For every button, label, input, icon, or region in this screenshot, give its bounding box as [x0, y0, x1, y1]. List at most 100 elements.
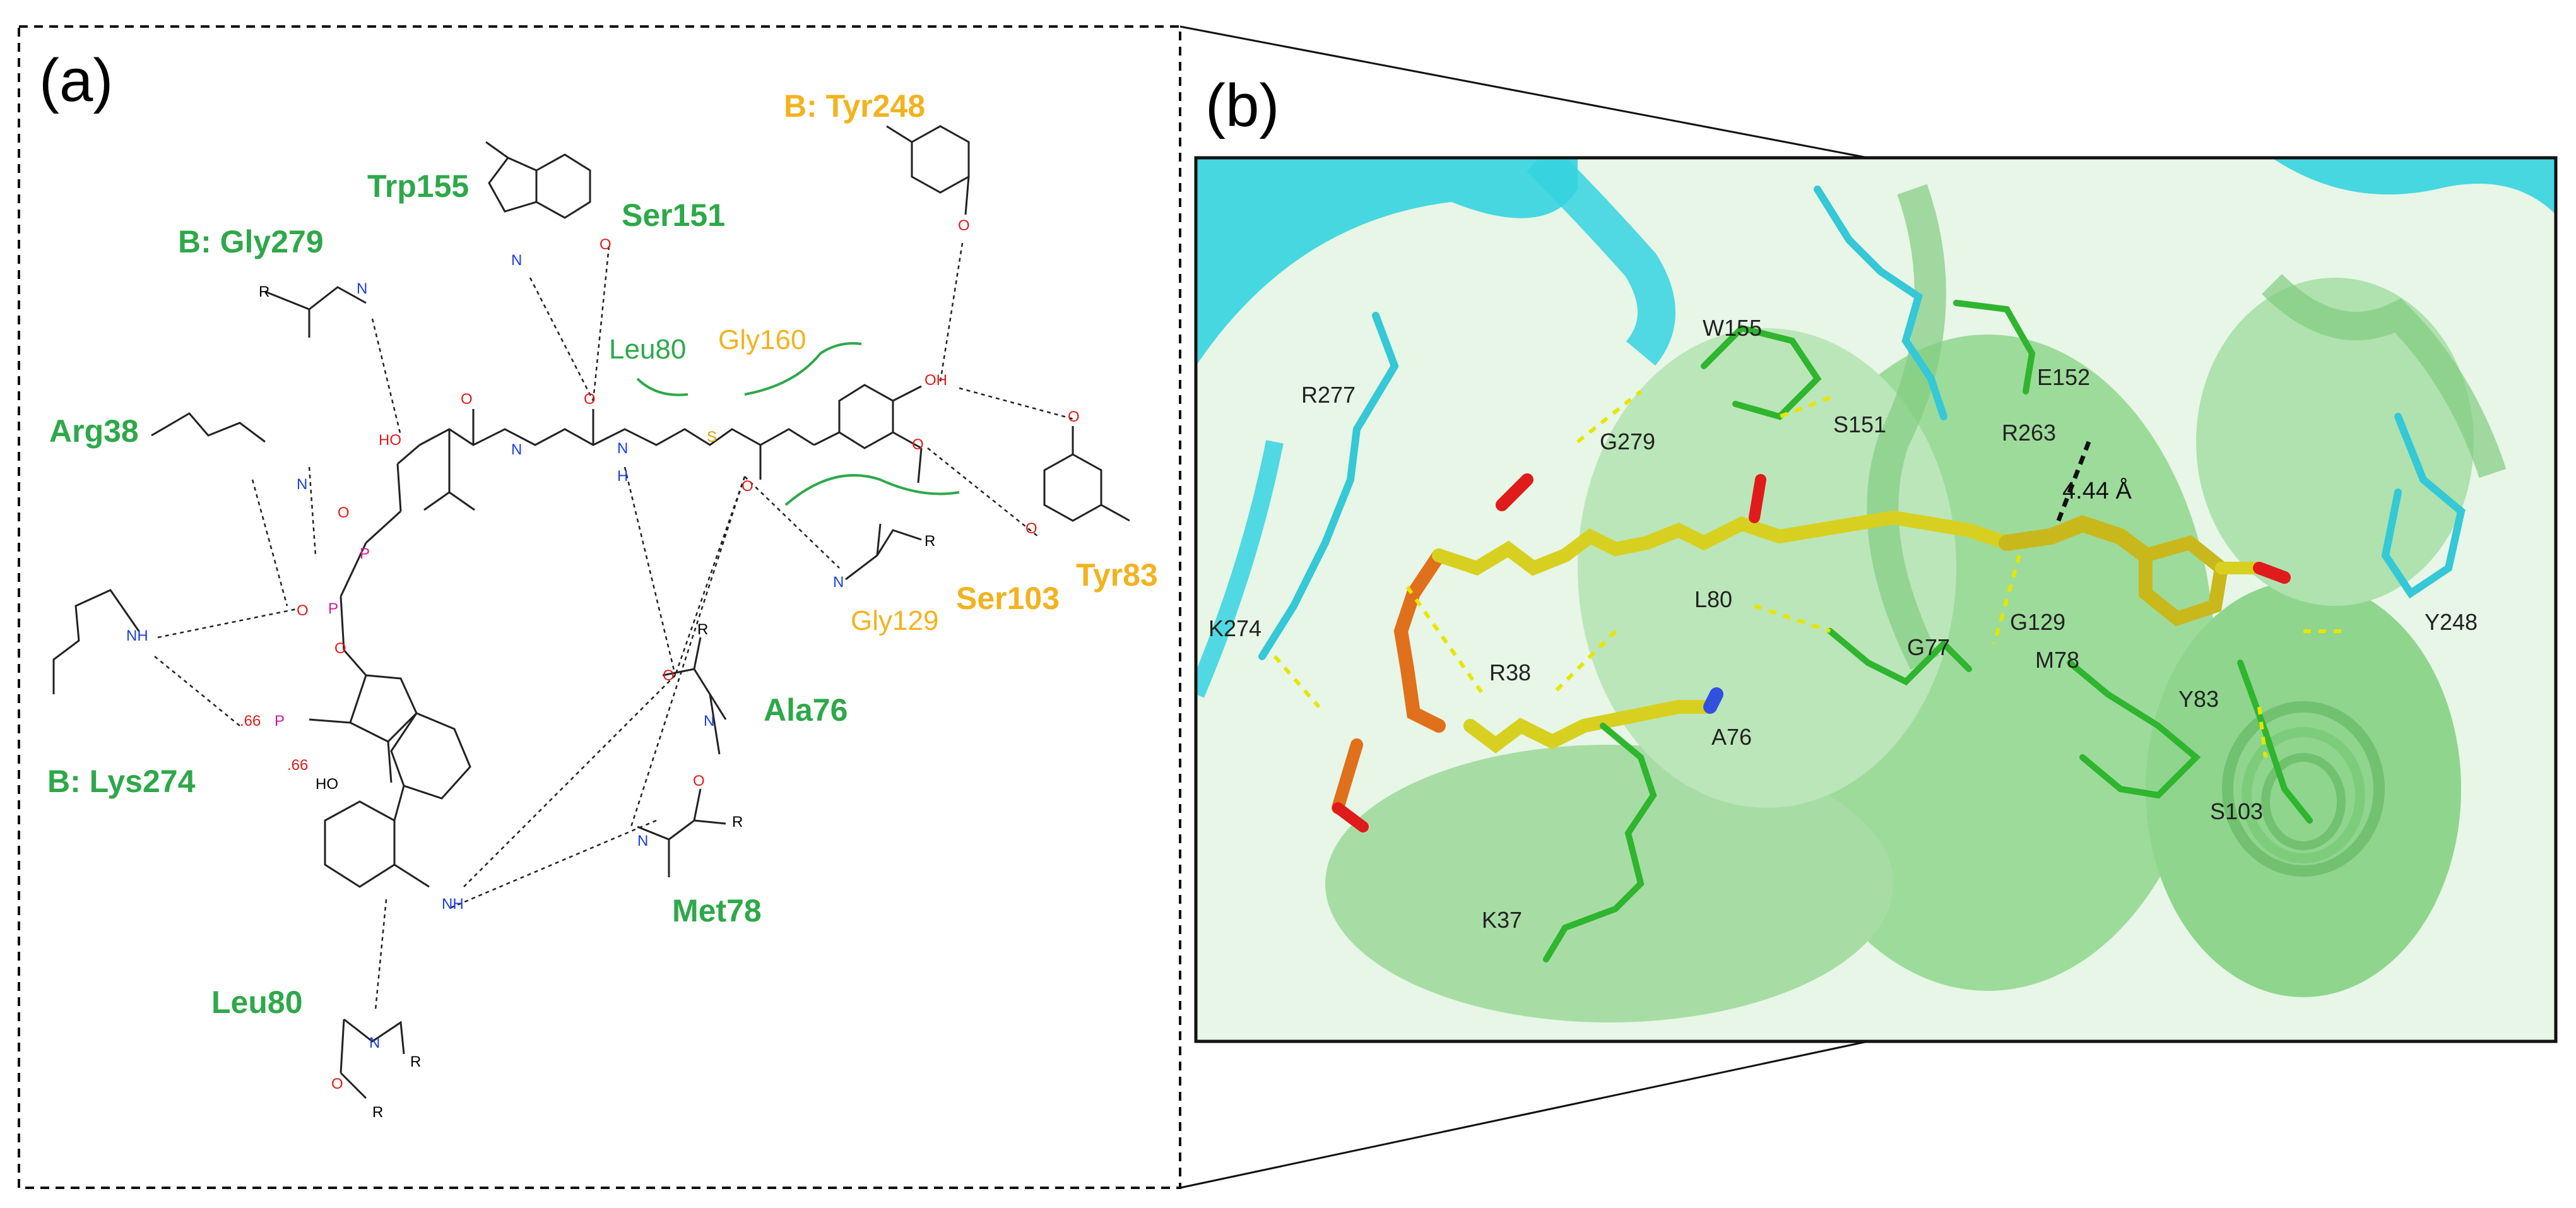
atom-oh-ring: OH [925, 372, 947, 389]
atom-o-p1: O [338, 504, 350, 521]
panel-a-letter: (a) [39, 47, 113, 114]
label-leu80-top: Leu80 [609, 334, 686, 365]
label-gly129: Gly129 [851, 605, 938, 636]
label-e152: E152 [2037, 364, 2090, 390]
label-arg38: Arg38 [49, 413, 139, 449]
hbond-dashes-b [1273, 389, 2348, 758]
label-y248: Y248 [2425, 609, 2478, 635]
atom-r-met78: R [732, 814, 743, 831]
label-trp155: Trp155 [367, 169, 469, 204]
atom-r-ala76: R [697, 621, 708, 638]
gly279-fragment [264, 286, 367, 311]
label-k274: K274 [1208, 615, 1261, 641]
atom-r-leu80-b: R [372, 1104, 383, 1121]
atom-o-trp: O [600, 236, 612, 253]
hydrophobic-arc-gly160 [744, 342, 862, 396]
atom-labels: O N O N H S O HO OH O P P O O O P .66 .6… [126, 217, 1080, 1121]
atom-nh-adenine: NH [442, 896, 464, 913]
label-k37: K37 [1482, 907, 1522, 933]
protein-cartoon-cyan [1196, 158, 2556, 698]
panel-a-frame [18, 25, 1181, 1189]
label-gly160: Gly160 [718, 324, 806, 355]
atom-o-p2: O [297, 602, 309, 619]
label-tyr83: Tyr83 [1076, 557, 1158, 593]
atom-p-3: P [275, 713, 285, 730]
atom-p-2: P [328, 600, 338, 617]
panel-a: (a) Trp155 Ser151 B: Gly279 B: Tyr248 Le… [18, 25, 1181, 1189]
structure-labels: W155 R277 G279 S151 E152 R263 4.44 Å K27… [1208, 315, 2478, 933]
label-w155: W155 [1703, 315, 1762, 341]
panel-b-letter: (b) [1205, 72, 1279, 139]
atom-o-66b: .66 [287, 757, 308, 774]
label-gly279: B: Gly279 [178, 224, 324, 259]
label-y83: Y83 [2178, 686, 2219, 712]
tyr83-ring [1043, 426, 1130, 522]
atom-o-tyr83: O [1068, 408, 1080, 425]
label-m78: M78 [2035, 647, 2079, 673]
met78-fragment [637, 819, 726, 841]
atom-p-1: P [360, 545, 370, 562]
zoom-line-top [1179, 25, 1869, 159]
label-leu80-bottom: Leu80 [211, 985, 303, 1020]
atom-n-trp: N [511, 252, 522, 269]
panel-b: (b) [1194, 72, 2558, 1043]
atom-s-1: S [707, 429, 717, 446]
atom-o-3: O [741, 478, 753, 495]
atom-o-tyr248: O [958, 217, 970, 234]
atom-ho-ribose: HO [316, 776, 338, 793]
atom-o-ser103: O [1025, 520, 1037, 537]
label-g279: G279 [1600, 429, 1655, 454]
atom-n-met78: N [637, 832, 648, 850]
atom-n-arg: N [297, 476, 307, 493]
atom-o-leu80: O [331, 1075, 343, 1093]
atom-r-gly279: R [259, 283, 269, 300]
atom-n-ala76: N [704, 713, 714, 730]
atom-o-ome: O [912, 436, 924, 453]
panel-b-frame [1194, 156, 2558, 1043]
protein-cartoon-green [1325, 184, 2507, 1022]
atom-n-1: N [511, 441, 522, 458]
arg38-chain [151, 412, 266, 443]
label-ala76: Ala76 [764, 692, 848, 728]
label-r277: R277 [1301, 382, 1356, 408]
atom-nh-lys: NH [126, 627, 148, 644]
label-r263: R263 [2002, 420, 2056, 446]
atom-r-gly129: R [925, 533, 935, 550]
label-ser103: Ser103 [956, 581, 1060, 616]
atom-n-gly279: N [357, 280, 367, 297]
atom-o-p3: O [334, 640, 346, 657]
atom-o-4: HO [379, 432, 401, 449]
ligand-sticks [1332, 473, 2291, 832]
atom-o-met78: O [693, 773, 705, 790]
atom-r-leu80: R [410, 1053, 421, 1070]
label-distance: 4.44 Å [2062, 477, 2132, 504]
leu80-fragment [343, 1018, 405, 1055]
atom-o-66a: .66 [240, 713, 261, 730]
tyr248-ring [886, 125, 970, 215]
label-lys274: B: Lys274 [47, 764, 196, 799]
sidechain-sticks [1258, 186, 2466, 962]
atom-o-2: O [584, 391, 596, 408]
ligand-skeleton [309, 384, 923, 888]
label-r38: R38 [1489, 660, 1531, 685]
zoom-line-bottom [1179, 1040, 1869, 1189]
atom-n-2: N [617, 440, 628, 457]
label-g129: G129 [2010, 609, 2065, 635]
label-tyr248: B: Tyr248 [784, 88, 925, 124]
atom-o-1: O [461, 391, 473, 408]
hbond-lines [154, 242, 1077, 1010]
hydrophobic-arc-leu80 [636, 377, 688, 396]
label-s103: S103 [2210, 798, 2263, 824]
label-s151: S151 [1833, 412, 1886, 437]
label-l80: L80 [1694, 586, 1732, 612]
atom-n-leu80: N [369, 1034, 380, 1051]
trp155-indole [485, 141, 591, 219]
gly129-fragment [845, 529, 922, 581]
hydrophobic-arc-gly129 [784, 474, 960, 506]
atom-n-gly129: N [833, 574, 844, 591]
label-met78: Met78 [672, 893, 762, 928]
label-g77: G77 [1907, 634, 1950, 660]
atom-h-2: H [617, 468, 628, 485]
structure-view [1196, 158, 2556, 1041]
